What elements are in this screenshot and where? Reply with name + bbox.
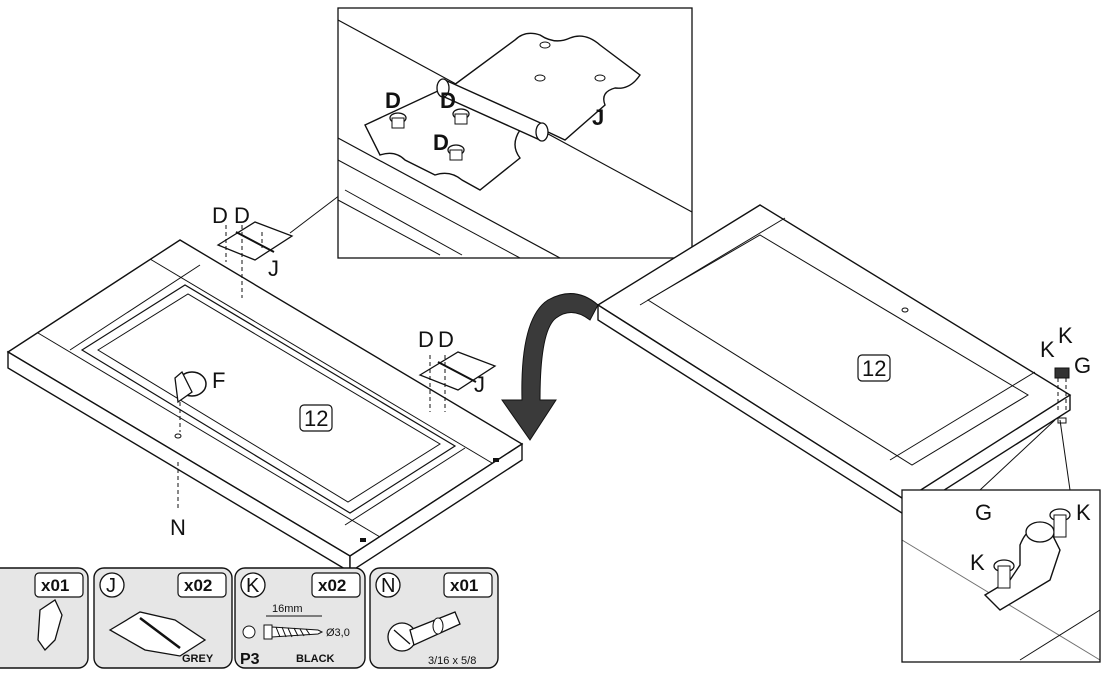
hinge-j-bottom xyxy=(418,351,497,412)
zoom-label-d-3: D xyxy=(433,130,449,155)
label-f: F xyxy=(212,368,225,393)
part-k-screw-icon xyxy=(263,624,324,640)
label-n: N xyxy=(170,515,186,540)
panel-number-left-text: 12 xyxy=(304,406,328,431)
part-k-length: 16mm xyxy=(272,603,303,615)
label-j-bottom: J xyxy=(474,372,485,397)
part-n-qty: x01 xyxy=(450,576,478,595)
part-n-knob-icon xyxy=(387,611,461,652)
part-j-hinge-icon xyxy=(108,611,207,657)
part-k-color: BLACK xyxy=(296,653,335,665)
panel-number-right-text: 12 xyxy=(862,356,886,381)
part-j-letter: J xyxy=(106,575,116,597)
hinge-zoom-callout: D D D J xyxy=(289,7,693,259)
flip-arrow-icon xyxy=(501,293,599,441)
part-card-n: N x01 3/16 x 5/8 xyxy=(369,567,499,669)
part-card-k: K x02 16mm Ø3,0 P3 BLACK xyxy=(234,567,366,669)
part-j-qty: x02 xyxy=(184,576,212,595)
label-d-top-2: D xyxy=(234,203,250,228)
screw-d-2 xyxy=(452,108,470,125)
phillips-icon xyxy=(242,625,256,639)
left-door-panel xyxy=(6,239,524,574)
screw-d-1 xyxy=(389,112,407,129)
part-j-color: GREY xyxy=(182,653,214,665)
right-door-panel xyxy=(596,204,1072,517)
catch-zoom-callout xyxy=(901,419,1101,663)
part-f-icon xyxy=(37,599,63,652)
part-k-drive: P3 xyxy=(240,651,260,668)
part-card-f: x01 xyxy=(0,567,89,669)
part-k-diameter: Ø3,0 xyxy=(326,627,350,639)
panel-number-right: 12 xyxy=(857,354,891,382)
zoom-label-j: J xyxy=(592,105,604,130)
zoom-label-k-1: K xyxy=(1076,500,1091,525)
part-k-letter: K xyxy=(246,575,260,597)
part-k-qty: x02 xyxy=(318,576,346,595)
label-k-2: K xyxy=(1058,323,1073,348)
part-card-j: J x02 GREY xyxy=(93,567,233,669)
label-d-top-1: D xyxy=(212,203,228,228)
screw-d-3 xyxy=(447,144,465,161)
label-k-1: K xyxy=(1040,337,1055,362)
part-n-size: 3/16 x 5/8 xyxy=(428,655,476,667)
zoom-label-k-2: K xyxy=(970,550,985,575)
handle-f xyxy=(174,370,207,439)
catch-g xyxy=(1054,367,1070,410)
zoom-label-d-1: D xyxy=(385,88,401,113)
label-d-bottom-2: D xyxy=(438,327,454,352)
hinge-j-top xyxy=(216,221,294,298)
zoom-label-g: G xyxy=(975,500,992,525)
label-j-top: J xyxy=(268,256,279,281)
part-f-qty: x01 xyxy=(41,576,69,595)
zoom-label-d-2: D xyxy=(440,88,456,113)
part-n-letter: N xyxy=(381,575,395,597)
label-d-bottom-1: D xyxy=(418,327,434,352)
panel-number-left: 12 xyxy=(299,404,333,432)
label-g: G xyxy=(1074,353,1091,378)
